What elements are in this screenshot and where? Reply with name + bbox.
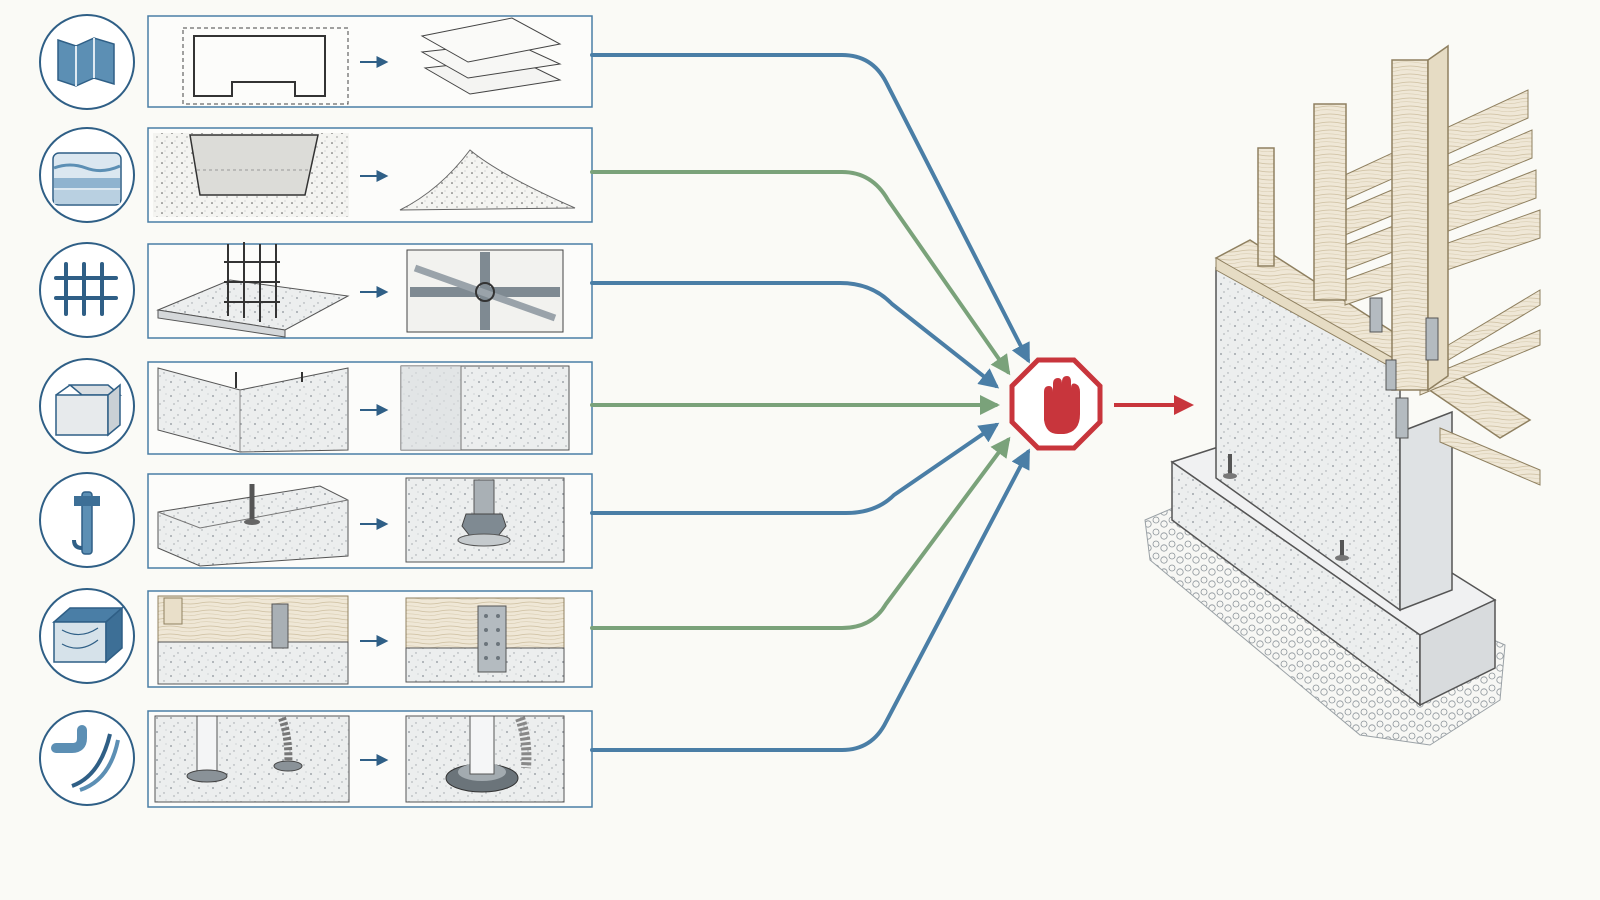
row-rebar [39, 242, 593, 339]
row-excavation [39, 127, 593, 223]
timber-beam-icon [39, 588, 135, 684]
stacked-plan-sheets [420, 17, 562, 95]
site-layout-plan [182, 27, 349, 105]
concrete-wall-corner [157, 367, 349, 453]
rebar-grid-icon [39, 242, 135, 338]
row-utilities [39, 710, 593, 808]
connector-excavation [590, 170, 1011, 376]
anchor-bolt-icon [39, 472, 135, 568]
row-concrete [39, 358, 593, 455]
tied-rebar-intersection [406, 249, 564, 333]
rebar-cage-on-footing [156, 242, 350, 338]
sill-plate-with-strap [157, 595, 349, 685]
pipe-sleeve-closeup [405, 715, 565, 803]
anchor-bolt-in-slab [157, 484, 349, 567]
process-rows [39, 14, 593, 808]
excavated-trench [153, 133, 349, 217]
concrete-cube-icon [39, 358, 135, 454]
metal-strap-closeup [405, 597, 565, 683]
connector-utilities [590, 448, 1030, 752]
concrete-surface-closeup [400, 365, 570, 451]
row-layout [39, 14, 593, 110]
row-anchor [39, 472, 593, 569]
connector-anchor [590, 422, 1000, 515]
bolt-nut-closeup [405, 477, 565, 563]
stop-hand-icon [1009, 357, 1103, 451]
connector-rebar [590, 281, 1000, 389]
soil-layers-icon [39, 127, 135, 223]
connector-layout [590, 53, 1030, 364]
gravel-pile [399, 149, 576, 211]
pipe-penetrations [154, 715, 350, 803]
foundation-assembly-illustration [1144, 44, 1541, 746]
connector-lines [590, 53, 1030, 752]
pipe-conduit-icon [39, 710, 135, 806]
connector-sill [590, 436, 1011, 630]
floor-plan-icon [39, 14, 135, 110]
row-sill [39, 588, 593, 688]
